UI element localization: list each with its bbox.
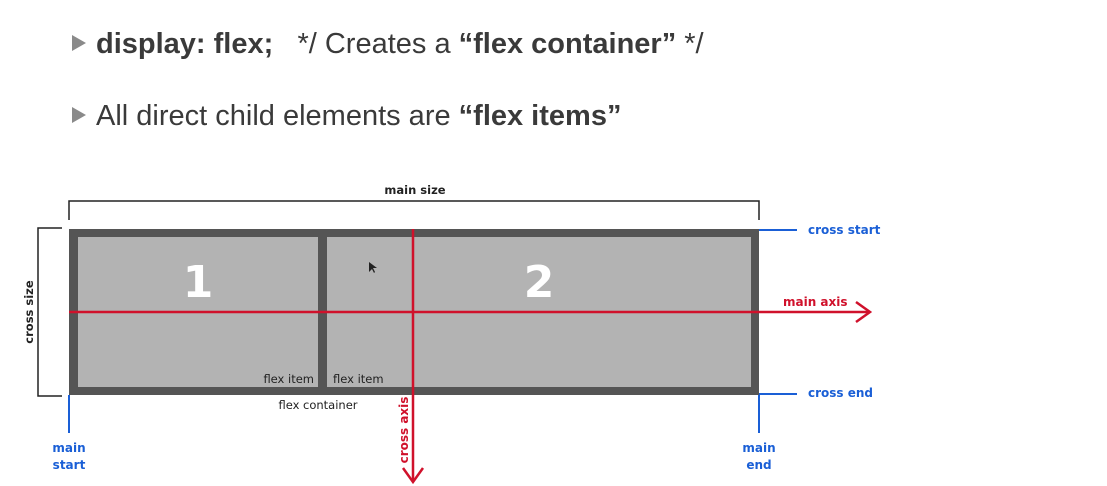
bullet-display-flex: display: flex; */ Creates a “flex contai… (72, 28, 704, 61)
flex-container-emph: “flex container” (458, 28, 677, 60)
flex-container-label: flex container (278, 398, 357, 412)
cross-end-label: cross end (808, 386, 873, 400)
cross-axis-arrow-icon (401, 467, 425, 485)
cross-size-label: cross size (22, 280, 36, 344)
mouse-cursor-icon (369, 262, 377, 273)
item-1-number: 1 (183, 257, 214, 308)
code-display-flex: display: flex; (96, 28, 274, 60)
item-2-number: 2 (524, 257, 555, 308)
flex-item-1-label: flex item (263, 372, 314, 386)
cross-axis-label: cross axis (397, 397, 411, 464)
bullet-triangle-icon (72, 107, 86, 123)
main-start-label-1: main (52, 441, 85, 455)
main-end-label-1: main (742, 441, 775, 455)
cross-size-bracket (37, 227, 62, 397)
main-start-label-2: start (53, 458, 86, 472)
cross-start-label: cross start (808, 223, 881, 237)
main-end-label-2: end (746, 458, 771, 472)
comment-end: */ (676, 28, 704, 60)
comment-start: */ Creates a (297, 28, 459, 60)
flex-item-2-label: flex item (333, 372, 384, 386)
bullet-flex-items: All direct child elements are “flex item… (72, 100, 621, 133)
main-axis-arrow-icon (855, 300, 873, 324)
bullet-triangle-icon (72, 35, 86, 51)
main-axis-label: main axis (783, 295, 848, 309)
main-size-bracket (68, 200, 760, 220)
main-size-label: main size (384, 183, 445, 197)
flex-items-emph: “flex items” (458, 100, 622, 132)
bullet-text: All direct child elements are (96, 100, 459, 132)
